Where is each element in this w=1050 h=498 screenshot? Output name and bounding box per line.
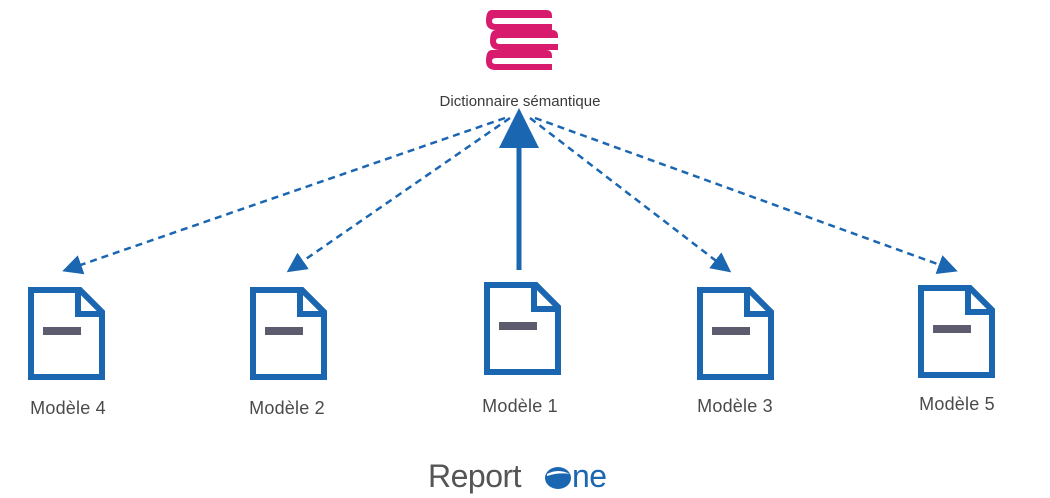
model-label-4: Modèle 4: [30, 398, 106, 418]
books-stack-icon: [486, 10, 558, 70]
logo-text: Report: [428, 458, 522, 494]
center-node-label: Dictionnaire sémantique: [439, 93, 601, 110]
document-icon: [484, 282, 561, 375]
arrow-to-modele-3: [529, 117, 732, 273]
model-label-2: Modèle 2: [249, 398, 325, 418]
arrow-to-modele-5: [534, 116, 958, 274]
model-label-3: Modèle 3: [697, 396, 773, 416]
model-label-5: Modèle 5: [919, 394, 995, 414]
logo-suffix: ne: [572, 458, 607, 494]
document-icon: [697, 287, 774, 380]
connectors: [62, 108, 958, 275]
arrow-to-modele-2: [286, 116, 511, 273]
arrow-to-modele-4: [62, 116, 506, 275]
model-label-1: Modèle 1: [482, 396, 558, 416]
document-icon: [918, 285, 995, 378]
document-icon: [28, 287, 105, 380]
report-one-logo: Report ne: [410, 452, 640, 496]
one-o-mark-icon: [545, 467, 571, 489]
document-icon: [250, 287, 327, 380]
